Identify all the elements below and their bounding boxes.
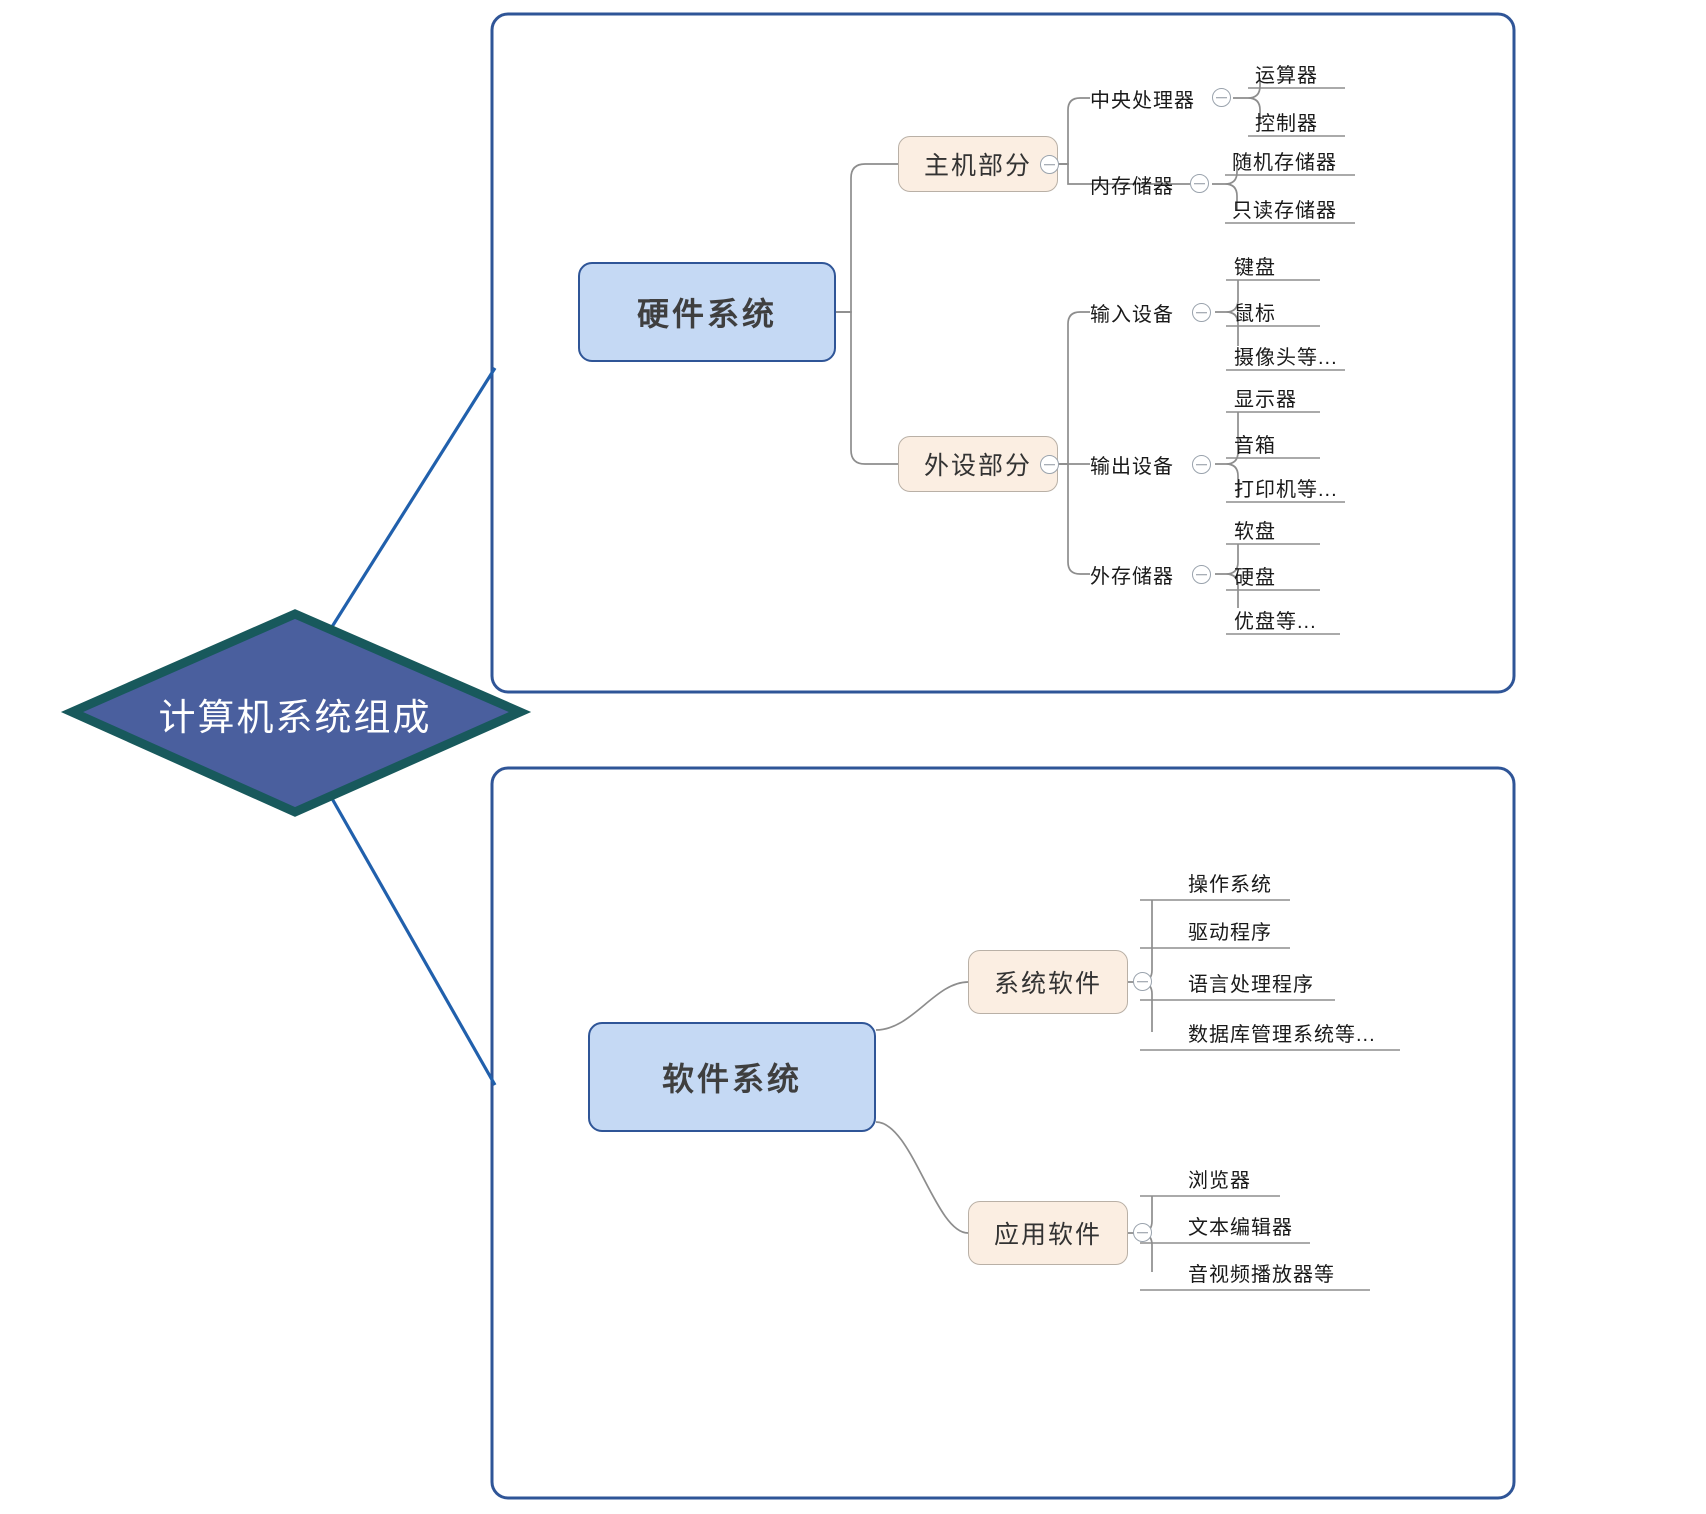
hardware-leaf-output-3-label: 打印机等... xyxy=(1234,478,1338,501)
center-diamond[interactable]: 计算机系统组成 xyxy=(70,610,520,818)
hardware-branch-peripheral-label: 外设部分 xyxy=(923,452,1032,480)
collapse-minus-icon-input[interactable] xyxy=(1192,303,1211,322)
hardware-group-output-label: 输出设备 xyxy=(1090,455,1174,478)
hardware-group-cpu-label: 中央处理器 xyxy=(1090,89,1195,112)
hardware-leaf-cpu-1-label: 运算器 xyxy=(1255,64,1318,87)
diamond-to-software-line xyxy=(328,367,497,631)
software-leaf-app-2-label: 文本编辑器 xyxy=(1188,1216,1293,1239)
hardware-leaf-input-2-label: 鼠标 xyxy=(1234,302,1276,325)
hardware-leaf-cpu-1[interactable]: 运算器 xyxy=(1255,58,1375,88)
collapse-minus-icon-application-software[interactable] xyxy=(1133,1223,1152,1242)
hw-periph-to-storage-line xyxy=(1067,464,1090,575)
hardware-leaf-storage-3[interactable]: 优盘等... xyxy=(1234,604,1374,634)
collapse-minus-icon-memory[interactable] xyxy=(1190,174,1209,193)
software-leaf-system-4[interactable]: 数据库管理系统等... xyxy=(1188,1016,1448,1048)
hardware-branch-peripheral-node[interactable]: 外设部分 xyxy=(898,436,1058,492)
hardware-leaf-cpu-2[interactable]: 控制器 xyxy=(1255,106,1375,136)
collapse-minus-icon-host[interactable] xyxy=(1040,155,1059,174)
hardware-leaf-memory-2-label: 只读存储器 xyxy=(1232,199,1337,222)
hardware-leaf-output-2-label: 音箱 xyxy=(1234,434,1276,457)
hardware-group-memory-node[interactable]: 内存储器 xyxy=(1090,168,1216,200)
hw-root-to-periph-line xyxy=(836,311,898,465)
hardware-leaf-output-1[interactable]: 显示器 xyxy=(1234,382,1344,412)
software-leaf-app-1[interactable]: 浏览器 xyxy=(1188,1162,1368,1194)
software-leaf-app-3-label: 音视频播放器等 xyxy=(1188,1263,1335,1286)
hardware-group-input-label: 输入设备 xyxy=(1090,303,1174,326)
hardware-branch-host-label: 主机部分 xyxy=(923,152,1032,180)
software-leaf-system-1[interactable]: 操作系统 xyxy=(1188,866,1368,898)
collapse-minus-icon-storage[interactable] xyxy=(1192,565,1211,584)
hw-host-to-cpu-line xyxy=(1058,97,1090,165)
hardware-group-storage-node[interactable]: 外存储器 xyxy=(1090,558,1216,590)
software-root-node[interactable]: 软件系统 xyxy=(588,1022,876,1132)
hardware-leaf-storage-2-label: 硬盘 xyxy=(1234,566,1276,589)
hw-root-to-host-line xyxy=(836,163,898,313)
hardware-leaf-storage-2[interactable]: 硬盘 xyxy=(1234,560,1344,590)
sw-system-to-leaves-line xyxy=(1128,900,1153,1032)
hardware-group-memory-label: 内存储器 xyxy=(1090,175,1174,198)
software-branch-application-label: 应用软件 xyxy=(993,1221,1102,1249)
hardware-leaf-input-1-label: 键盘 xyxy=(1234,256,1276,279)
diamond-to-hardware-line xyxy=(328,794,497,1086)
software-leaf-system-2[interactable]: 驱动程序 xyxy=(1188,914,1368,946)
hardware-leaf-input-1[interactable]: 键盘 xyxy=(1234,250,1344,280)
hardware-group-storage-label: 外存储器 xyxy=(1090,565,1174,588)
sw-root-to-app-line xyxy=(875,1121,969,1234)
hardware-leaf-output-1-label: 显示器 xyxy=(1234,388,1297,411)
software-leaf-system-3[interactable]: 语言处理程序 xyxy=(1188,966,1408,998)
hardware-leaf-input-2[interactable]: 鼠标 xyxy=(1234,296,1344,326)
software-leaf-system-1-label: 操作系统 xyxy=(1188,873,1272,896)
software-leaf-app-2[interactable]: 文本编辑器 xyxy=(1188,1209,1388,1241)
hardware-leaf-storage-1-label: 软盘 xyxy=(1234,520,1276,543)
collapse-minus-icon-peripheral[interactable] xyxy=(1040,455,1059,474)
software-branch-system-node[interactable]: 系统软件 xyxy=(968,950,1128,1014)
hardware-leaf-memory-1[interactable]: 随机存储器 xyxy=(1232,145,1372,175)
center-diamond-label: 计算机系统组成 xyxy=(158,697,432,738)
hardware-leaf-output-3[interactable]: 打印机等... xyxy=(1234,472,1374,502)
hardware-group-cpu-node[interactable]: 中央处理器 xyxy=(1090,82,1236,114)
hardware-leaf-cpu-2-label: 控制器 xyxy=(1255,112,1318,135)
hardware-group-input-node[interactable]: 输入设备 xyxy=(1090,296,1216,328)
software-leaf-system-3-label: 语言处理程序 xyxy=(1188,973,1314,996)
collapse-minus-icon-system-software[interactable] xyxy=(1133,972,1152,991)
hardware-leaf-memory-1-label: 随机存储器 xyxy=(1232,151,1337,174)
sw-root-to-system-line xyxy=(875,981,969,1031)
software-leaf-app-3[interactable]: 音视频播放器等 xyxy=(1188,1256,1408,1288)
hardware-leaf-storage-1[interactable]: 软盘 xyxy=(1234,514,1344,544)
software-branch-system-label: 系统软件 xyxy=(993,970,1102,998)
collapse-minus-icon-cpu[interactable] xyxy=(1212,88,1231,107)
hardware-root-node[interactable]: 硬件系统 xyxy=(578,262,836,362)
hardware-leaf-output-2[interactable]: 音箱 xyxy=(1234,428,1344,458)
software-leaf-app-1-label: 浏览器 xyxy=(1188,1169,1251,1192)
hardware-leaf-storage-3-label: 优盘等... xyxy=(1234,610,1317,633)
hardware-leaf-memory-2[interactable]: 只读存储器 xyxy=(1232,193,1372,223)
hardware-branch-host-node[interactable]: 主机部分 xyxy=(898,136,1058,192)
hardware-group-output-node[interactable]: 输出设备 xyxy=(1090,448,1216,480)
software-branch-application-node[interactable]: 应用软件 xyxy=(968,1201,1128,1265)
software-leaf-system-4-label: 数据库管理系统等... xyxy=(1188,1023,1376,1046)
hardware-leaf-input-3-label: 摄像头等... xyxy=(1234,346,1338,369)
software-root-label: 软件系统 xyxy=(661,1061,802,1097)
hardware-leaf-input-3[interactable]: 摄像头等... xyxy=(1234,340,1374,370)
hw-periph-to-input-line xyxy=(1058,311,1090,465)
hardware-root-label: 硬件系统 xyxy=(636,296,777,332)
collapse-minus-icon-output[interactable] xyxy=(1192,455,1211,474)
software-leaf-system-2-label: 驱动程序 xyxy=(1188,921,1272,944)
